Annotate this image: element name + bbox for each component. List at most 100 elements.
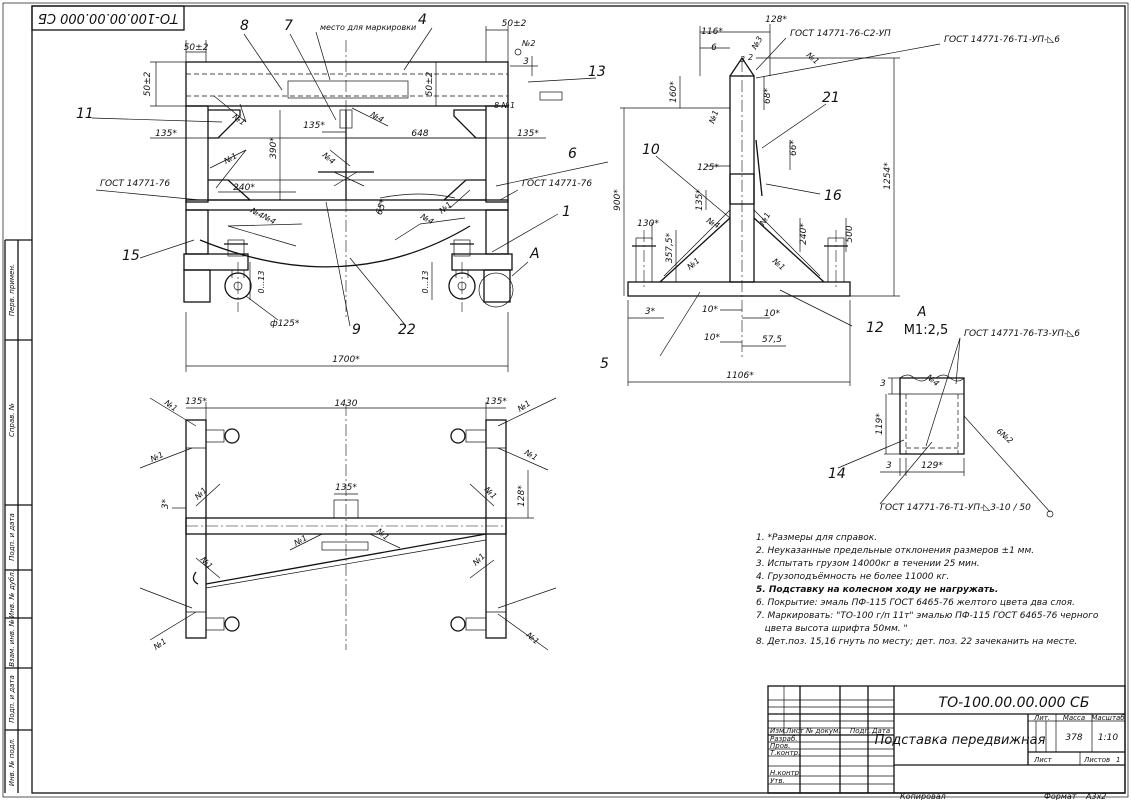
side-weld-n1e: №1 (770, 256, 787, 272)
side-dim-575: 57,5 (762, 335, 782, 345)
plan-weld-3: №1 (148, 450, 165, 464)
tb-sheets-label: Листов (1083, 756, 1110, 764)
side-dim-3: 3 (740, 55, 745, 64)
front-dim-390: 390* (269, 137, 279, 159)
plan-weld-9: №1 (198, 554, 215, 571)
plan-weld-10: №1 (470, 552, 487, 569)
side-gost-c2: ГОСТ 14771-76-С2-УП (790, 29, 891, 39)
front-view-a-callout: А (529, 246, 540, 262)
tb-copied: Копировал (900, 792, 946, 800)
tb-sheet-label: Лист (1033, 756, 1053, 764)
front-marking-note: место для маркировки (320, 23, 416, 32)
side-weld-n1a: №1 (804, 50, 821, 66)
callout-11: 11 (76, 106, 94, 122)
plan-weld-12: №1 (524, 630, 541, 646)
tb-scale-header: Масштаб (1091, 714, 1125, 722)
plan-dim-135b: 135* (485, 397, 507, 407)
front-dim-50a: 50±2 (184, 43, 209, 53)
detail-a (879, 337, 1054, 518)
detail-a-weld-n4: №4 (924, 372, 941, 388)
side-dim-125: 125* (697, 163, 719, 173)
callout-22: 22 (398, 322, 416, 338)
tb-role-check: Пров. (770, 742, 790, 750)
side-dim-66: 66* (789, 140, 799, 156)
plan-weld-6: №1 (482, 484, 499, 501)
front-dim-50c: 50±2 (502, 19, 527, 29)
tb-sheets-count: 1 (1116, 756, 1120, 764)
plan-dim-1430: 1430 (335, 399, 358, 409)
side-weld-n1d: №1 (685, 256, 702, 272)
side-dim-68: 68* (763, 88, 773, 104)
note-1: 1. *Размеры для справок. (756, 533, 877, 543)
callout-5: 5 (600, 356, 609, 372)
callout-15: 15 (122, 248, 140, 264)
side-dim-240: 240* (799, 223, 809, 245)
front-dim-135c: 135* (517, 129, 539, 139)
side-dim-10c: 10* (704, 333, 720, 343)
front-dimensions (150, 26, 546, 372)
detail-a-dim-129: 129* (921, 461, 943, 471)
callout-12: 12 (866, 320, 884, 336)
tb-col-date: Дата (871, 727, 890, 735)
plan-weld-4: №1 (522, 447, 539, 462)
strip-ref-no: Справ. № (8, 403, 16, 437)
callout-8: 8 (240, 18, 249, 34)
plan-view (139, 397, 557, 651)
note-4: 4. Грузоподъёмность не более 11000 кг. (756, 572, 949, 582)
strip-repl-inv: Взам. инв. № (8, 619, 16, 667)
detail-a-gost-top: ГОСТ 14771-76-Т3-УП-◺6 (964, 329, 1080, 339)
front-weld-n4c: №4 (368, 109, 385, 124)
side-dim-1254: 1254* (883, 162, 893, 190)
front-weld-leaders (209, 95, 471, 247)
callout-4: 4 (418, 12, 427, 28)
note-7b: цвета высота шрифта 50мм. " (756, 624, 908, 634)
strip-first-use: Перв. примен. (8, 264, 16, 317)
note-7: 7. Маркировать: "ТО-100 г/п 11т" эмалью … (756, 611, 1099, 621)
tb-title: Подставка передвижная (875, 733, 1046, 748)
plan-dim-135a: 135* (185, 397, 207, 407)
tb-format-label: Формат (1044, 792, 1077, 800)
side-dim-160: 160* (669, 81, 679, 103)
strip-sign-date-2: Подп. и дата (8, 675, 16, 723)
tb-role-tcontrol: Т.контр. (770, 749, 800, 757)
tb-role-dev: Разраб. (770, 735, 798, 743)
tb-col-sign: Подп. (850, 727, 871, 735)
plan-weld-11: №1 (151, 637, 168, 653)
tb-designation: ТО-100.00.00.000 СБ (939, 695, 1090, 711)
left-strip: Перв. примен. Справ. № Подп. и дата Инв.… (4, 239, 32, 793)
front-dim-135a: 135* (155, 129, 177, 139)
front-dim-d125: ф125* (270, 319, 300, 329)
tb-format: А3х2 (1085, 792, 1106, 800)
tb-role-ncontrol: Н.контр. (770, 769, 801, 777)
note-3: 3. Испытать грузом 14000кг в течении 25 … (756, 559, 980, 569)
detail-a-weld-6n2: 6№2 (995, 427, 1015, 446)
side-weld-n1c: №1 (757, 211, 772, 228)
front-weld-n1a: №1 (230, 112, 247, 128)
callout-6: 6 (568, 146, 577, 162)
side-dimensions (620, 24, 900, 386)
technical-notes: 1. *Размеры для справок. 2. Неуказанные … (756, 533, 1099, 647)
plan-weld-1: №1 (162, 398, 179, 414)
plan-weld-8: №1 (374, 526, 391, 542)
side-dim-128: 128* (765, 15, 787, 25)
tb-lit-header: Лит. (1033, 714, 1050, 722)
plan-weld-2: №1 (515, 399, 532, 415)
detail-a-dim-3b: 3 (886, 461, 892, 471)
front-weld-n1d: 8 №1 (494, 101, 515, 110)
side-dim-900: 900* (613, 189, 623, 211)
detail-a-dim-3a: 3 (880, 379, 886, 389)
designation-rotated: ТО-100.00.00.000 СБ (38, 10, 178, 25)
tb-mass-value: 378 (1065, 733, 1082, 743)
side-dim-3b: 3* (645, 307, 656, 317)
note-6: 6. Покрытие: эмаль ПФ-115 ГОСТ 6465-76 ж… (756, 598, 1075, 608)
front-dim-50d: 50±2 (425, 71, 435, 96)
title-block (767, 685, 1126, 794)
front-dim-135b: 135* (303, 121, 325, 131)
callout-9: 9 (352, 322, 361, 338)
tb-col-doc: № докум. (805, 727, 841, 735)
callout-10: 10 (642, 142, 660, 158)
side-dim-135: 135* (695, 189, 705, 211)
note-8: 8. Дет.поз. 15,16 гнуть по месту; дет. п… (756, 637, 1077, 647)
plan-dim-3: 3* (161, 498, 171, 509)
